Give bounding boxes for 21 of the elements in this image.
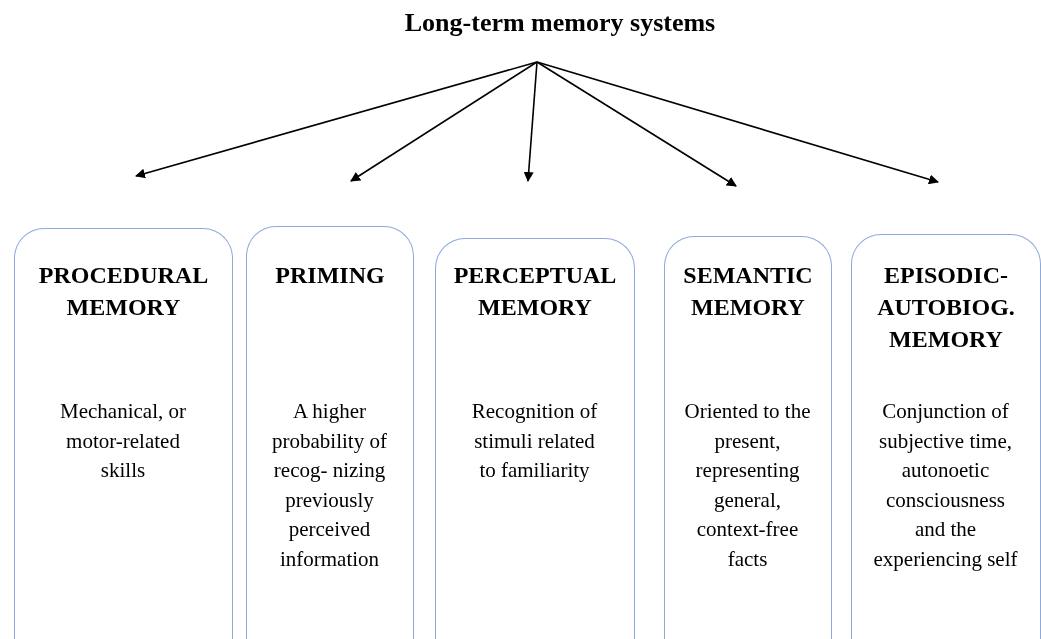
card-heading: PROCEDURAL MEMORY	[37, 261, 210, 322]
memory-card	[435, 238, 635, 639]
arrow	[536, 61, 737, 187]
diagram-title: Long-term memory systems	[340, 8, 780, 42]
card-heading: SEMANTIC MEMORY	[682, 261, 814, 322]
card-heading: PERCEPTUAL MEMORY	[452, 261, 618, 322]
card-description: Conjunction of subjective time, autonoetic consciousness and the experiencing self	[872, 398, 1019, 573]
card-description: Recognition of stimuli related to familiarity	[470, 398, 599, 484]
card-description: Mechanical, or motor-related skills	[59, 398, 187, 484]
arrow	[135, 61, 538, 179]
card-heading: PRIMING	[274, 261, 386, 290]
memory-card	[664, 236, 832, 639]
card-heading: EPISODIC- AUTOBIOG. MEMORY	[876, 261, 1016, 354]
arrow	[536, 61, 939, 185]
card-description: Oriented to the present, representing general, context-free facts	[683, 398, 812, 573]
memory-card	[246, 226, 414, 639]
memory-card	[14, 228, 233, 639]
memory-card	[851, 234, 1041, 639]
arrow	[523, 61, 538, 182]
card-description: A higher probability of recog- nizing previously perceived information	[271, 398, 388, 573]
arrow	[350, 61, 538, 182]
